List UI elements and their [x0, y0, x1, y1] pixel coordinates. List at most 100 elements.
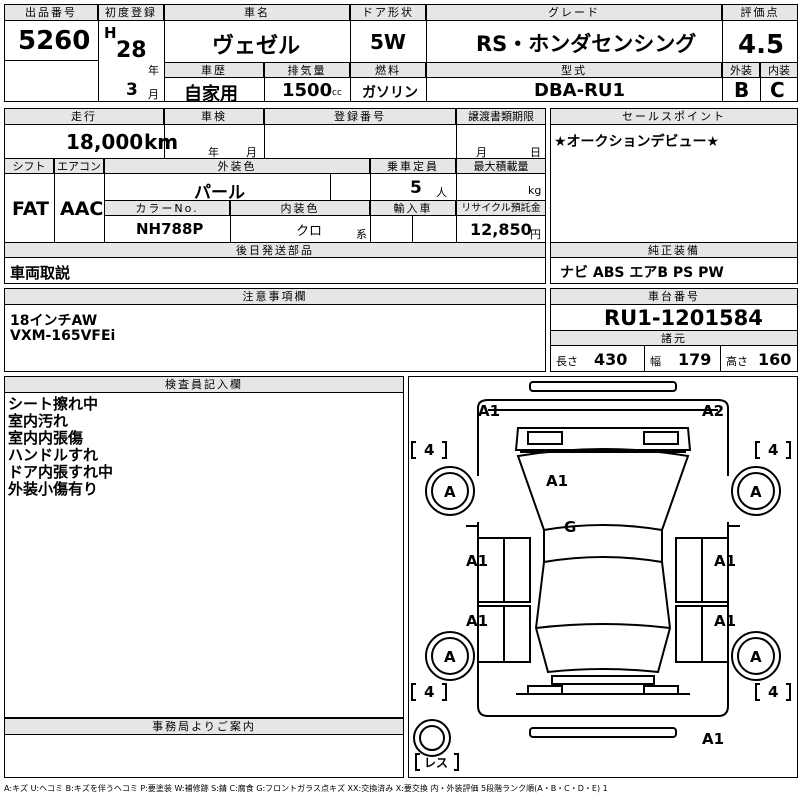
legend: A:キズ U:ヘコミ B:キズを伴うヘコミ P:要塗装 W:補修跡 S:錆 C:… [4, 784, 608, 793]
later-parts-label: 後日発送部品 [4, 242, 546, 258]
width-label: 幅 [650, 355, 661, 368]
sales-point-text: ★オークションデビュー★ [554, 134, 720, 150]
shift-label: シフト [4, 158, 54, 174]
height: 160 [758, 350, 792, 369]
recycle: 12,850 [470, 220, 532, 239]
mileage-label: 走行 [4, 108, 164, 125]
capacity: 5 [410, 178, 422, 198]
transfer-month-unit: 月 [476, 146, 487, 159]
inspection-month-unit: 月 [246, 146, 257, 159]
int-color: クロ [296, 224, 323, 239]
capacity-unit: 人 [436, 186, 447, 199]
mark-a2-front-bumper-right: A2 [702, 402, 724, 420]
mark-a1-rear-door-left: A1 [466, 612, 488, 630]
displacement: 1500 [282, 80, 333, 101]
max-load-label: 最大積載量 [456, 158, 546, 174]
chassis-number: RU1-1201584 [604, 306, 763, 330]
first-reg-month: 3 [126, 80, 138, 100]
inspector-line-5: ドア内張すれ中 [8, 463, 114, 481]
recycle-unit: 円 [530, 228, 541, 241]
equipment-label: 純正装備 [550, 242, 798, 258]
inspector-line-6: 外装小傷有り [8, 480, 99, 498]
mark-g-windshield: G [564, 518, 576, 536]
lot-number: 5260 [18, 26, 91, 56]
ac: AAC [60, 198, 104, 220]
ext-color-label: 外装色 [104, 158, 370, 174]
length-label: 長さ [556, 355, 578, 368]
car-name-label: 車名 [164, 4, 350, 21]
office-label: 事務局よりご案内 [4, 718, 404, 735]
car-name: ヴェゼル [212, 34, 301, 59]
score-label: 評価点 [722, 4, 798, 21]
chassis-label: 車台番号 [550, 288, 798, 305]
recycle-label: リサイクル預託金 [456, 200, 546, 216]
caution-line-1: 18インチAW [10, 313, 98, 329]
inspection-year-unit: 年 [208, 146, 219, 159]
int-color-label: 内装色 [230, 200, 370, 216]
max-load-unit: kg [528, 184, 542, 197]
inspector-block [4, 376, 404, 718]
fuel: ガソリン [362, 85, 418, 101]
tire-depth-rl: 4 [424, 683, 434, 701]
grade: RS・ホンダセンシング [476, 32, 697, 56]
int-score: C [770, 78, 785, 102]
shift: FAT [12, 198, 49, 220]
first-reg-year-unit: 年 [148, 64, 159, 77]
displacement-label: 排気量 [264, 62, 350, 78]
tire-grade-fr: A [750, 483, 762, 501]
tire-grade-fl: A [444, 483, 456, 501]
reg-number-label: 登録番号 [264, 108, 456, 125]
mark-a1-front-door-right: A1 [714, 552, 736, 570]
color-no: NH788P [136, 220, 204, 238]
dims-label: 諸元 [550, 330, 798, 346]
inspector-line-2: 室内汚れ [8, 412, 69, 430]
mileage-unit: km [144, 130, 179, 154]
first-reg-label: 初度登録 [98, 4, 164, 21]
int-color-unit: 系 [356, 228, 367, 241]
transfer-deadline-label: 譲渡書類期限 [456, 108, 546, 125]
car-diagram-panel [408, 376, 798, 778]
score: 4.5 [738, 30, 785, 60]
first-reg-year: 28 [116, 38, 147, 63]
tire-depth-fr: 4 [768, 441, 778, 459]
later-parts: 車両取説 [10, 264, 71, 282]
fuel-label: 燃料 [350, 62, 426, 78]
sales-point-label: セールスポイント [550, 108, 798, 125]
model-label: 型式 [426, 62, 722, 78]
inspector-line-1: シート擦れ中 [8, 395, 99, 413]
grade-label: グレード [426, 4, 722, 21]
caution-label: 注意事項欄 [4, 288, 546, 305]
caution-line-2: VXM-165VFEi [10, 328, 116, 344]
first-reg-month-unit: 月 [148, 88, 159, 101]
inspector-label: 検査員記入欄 [4, 376, 404, 393]
history: 自家用 [184, 84, 238, 105]
door-label: ドア形状 [350, 4, 426, 21]
tire-grade-rr: A [750, 648, 762, 666]
tire-grade-rl: A [444, 648, 456, 666]
mileage: 18,000 [66, 130, 144, 154]
width: 179 [678, 350, 712, 369]
length: 430 [594, 350, 628, 369]
tire-depth-rr: 4 [768, 683, 778, 701]
capacity-label: 乗車定員 [370, 158, 456, 174]
ext-score-label: 外装 [722, 62, 760, 78]
door-type: 5W [370, 30, 406, 54]
displacement-unit: cc [332, 88, 342, 98]
mark-a1-roof: A1 [546, 472, 568, 490]
ac-label: エアコン [54, 158, 104, 174]
color-no-label: カラーNo. [104, 200, 230, 216]
spare-label: レス [424, 756, 448, 770]
model: DBA-RU1 [534, 80, 626, 101]
mark-a1-rear-bumper: A1 [702, 730, 724, 748]
car-diagram: A1 A2 A1 G A1 A1 A1 A1 A1 A A A A 4 4 4 … [411, 381, 791, 771]
transfer-day-unit: 日 [530, 146, 541, 159]
mark-a1-front-door-left: A1 [466, 552, 488, 570]
inspector-line-3: 室内内張傷 [8, 429, 84, 447]
lot-label: 出品番号 [4, 4, 98, 21]
inspection-label: 車検 [164, 108, 264, 125]
mark-a1-front-bumper-left: A1 [478, 402, 500, 420]
height-label: 高さ [726, 355, 748, 368]
ext-score: B [734, 78, 750, 102]
int-score-label: 内装 [760, 62, 798, 78]
ext-color: パール [194, 183, 245, 203]
